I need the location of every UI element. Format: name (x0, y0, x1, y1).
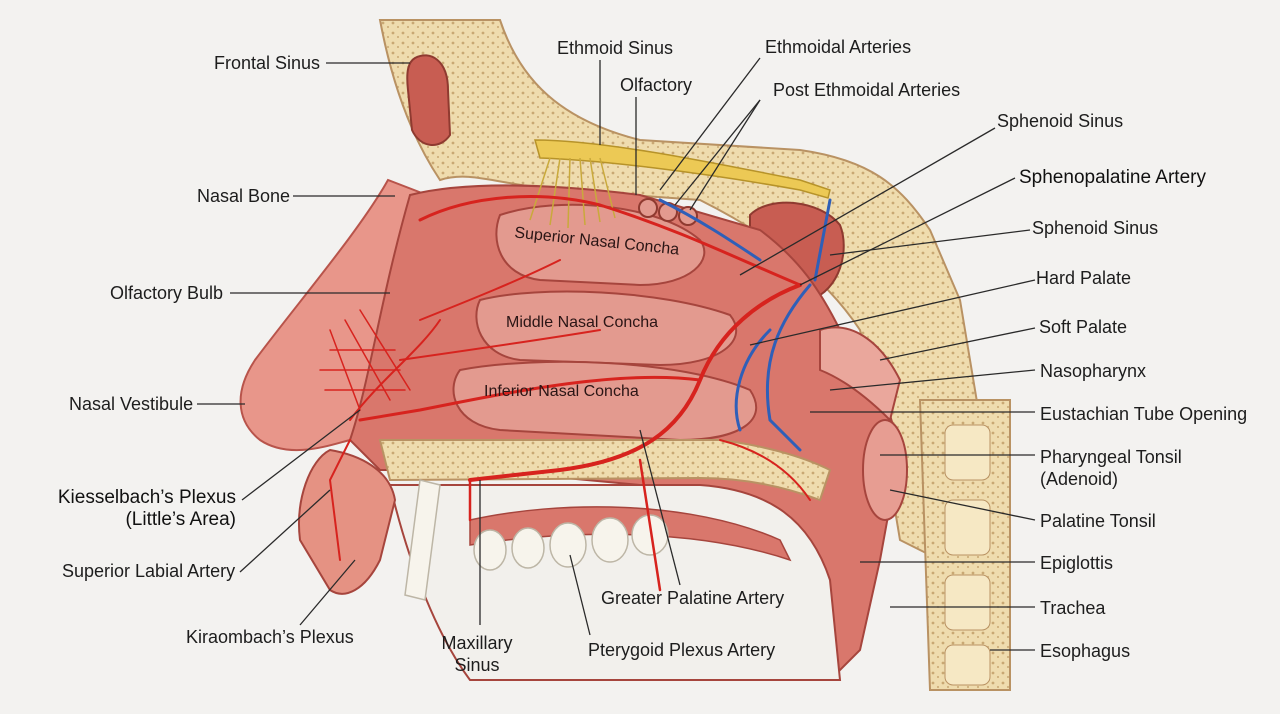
olfactory-nerve (534, 139, 831, 199)
arteries (319, 195, 811, 592)
label-ethmoid-sinus: Ethmoid Sinus (557, 38, 674, 58)
label-trachea: Trachea (1040, 598, 1106, 618)
teeth (404, 479, 669, 601)
hard-palate-bone (378, 439, 832, 502)
label-nasal-bone: Nasal Bone (197, 186, 291, 206)
label-epiglottis: Epiglottis (1040, 553, 1114, 573)
label-sphenoid-sinus-upper: Sphenoid Sinus (997, 111, 1124, 131)
soft-palate-shape (819, 326, 902, 422)
label-nasopharynx: Nasopharynx (1040, 361, 1147, 381)
label-olfactory: Olfactory (620, 75, 693, 95)
label-post-ethmoidal-arteries: Post Ethmoidal Arteries (773, 80, 961, 100)
inferior-concha-shape (452, 360, 757, 442)
label-kiesselbach-line2: (Little’s Area) (125, 509, 236, 530)
label-esophagus: Esophagus (1040, 641, 1131, 661)
veins (658, 198, 832, 452)
label-sphenoid-sinus-lower: Sphenoid Sinus (1032, 218, 1159, 238)
frontal-sinus (406, 54, 452, 146)
label-palatine-tonsil: Palatine Tonsil (1040, 511, 1156, 531)
label-eustachian-tube-opening: Eustachian Tube Opening (1040, 404, 1248, 424)
skull-bone (378, 19, 982, 562)
label-maxillary-sinus: Maxillary Sinus (430, 632, 524, 676)
label-soft-palate: Soft Palate (1039, 317, 1128, 337)
label-nasal-vestibule: Nasal Vestibule (69, 394, 194, 414)
label-inferior-nasal-concha: Inferior Nasal Concha (484, 383, 639, 400)
label-pharyngeal-tonsil: Pharyngeal Tonsil (Adenoid) (1040, 446, 1182, 490)
label-pharyngeal-tonsil-line2: (Adenoid) (1040, 469, 1119, 489)
label-kiraombach-plexus: Kiraombach’s Plexus (186, 627, 354, 647)
label-sphenopalatine-artery: Sphenopalatine Artery (1019, 167, 1206, 188)
label-maxillary-line1: Maxillary (441, 633, 513, 653)
label-superior-labial-artery: Superior Labial Artery (62, 561, 236, 581)
label-pterygoid-plexus-artery: Pterygoid Plexus Artery (588, 640, 776, 660)
label-kiesselbach-line1: Kiesselbach’s Plexus (57, 487, 236, 508)
adenoid-shape (862, 419, 908, 521)
label-hard-palate: Hard Palate (1036, 268, 1132, 288)
leader-lines (197, 57, 1036, 651)
label-olfactory-bulb: Olfactory Bulb (110, 283, 224, 303)
label-pharyngeal-tonsil-line1: Pharyngeal Tonsil (1040, 447, 1182, 467)
label-maxillary-line2: Sinus (454, 655, 500, 675)
label-kiesselbach-plexus: Kiesselbach’s Plexus (Little’s Area) (50, 487, 236, 531)
label-middle-nasal-concha: Middle Nasal Concha (506, 314, 659, 331)
label-ethmoidal-arteries: Ethmoidal Arteries (765, 37, 912, 57)
label-frontal-sinus: Frontal Sinus (214, 53, 321, 73)
label-greater-palatine-artery: Greater Palatine Artery (601, 588, 785, 608)
upper-lip (298, 448, 397, 595)
